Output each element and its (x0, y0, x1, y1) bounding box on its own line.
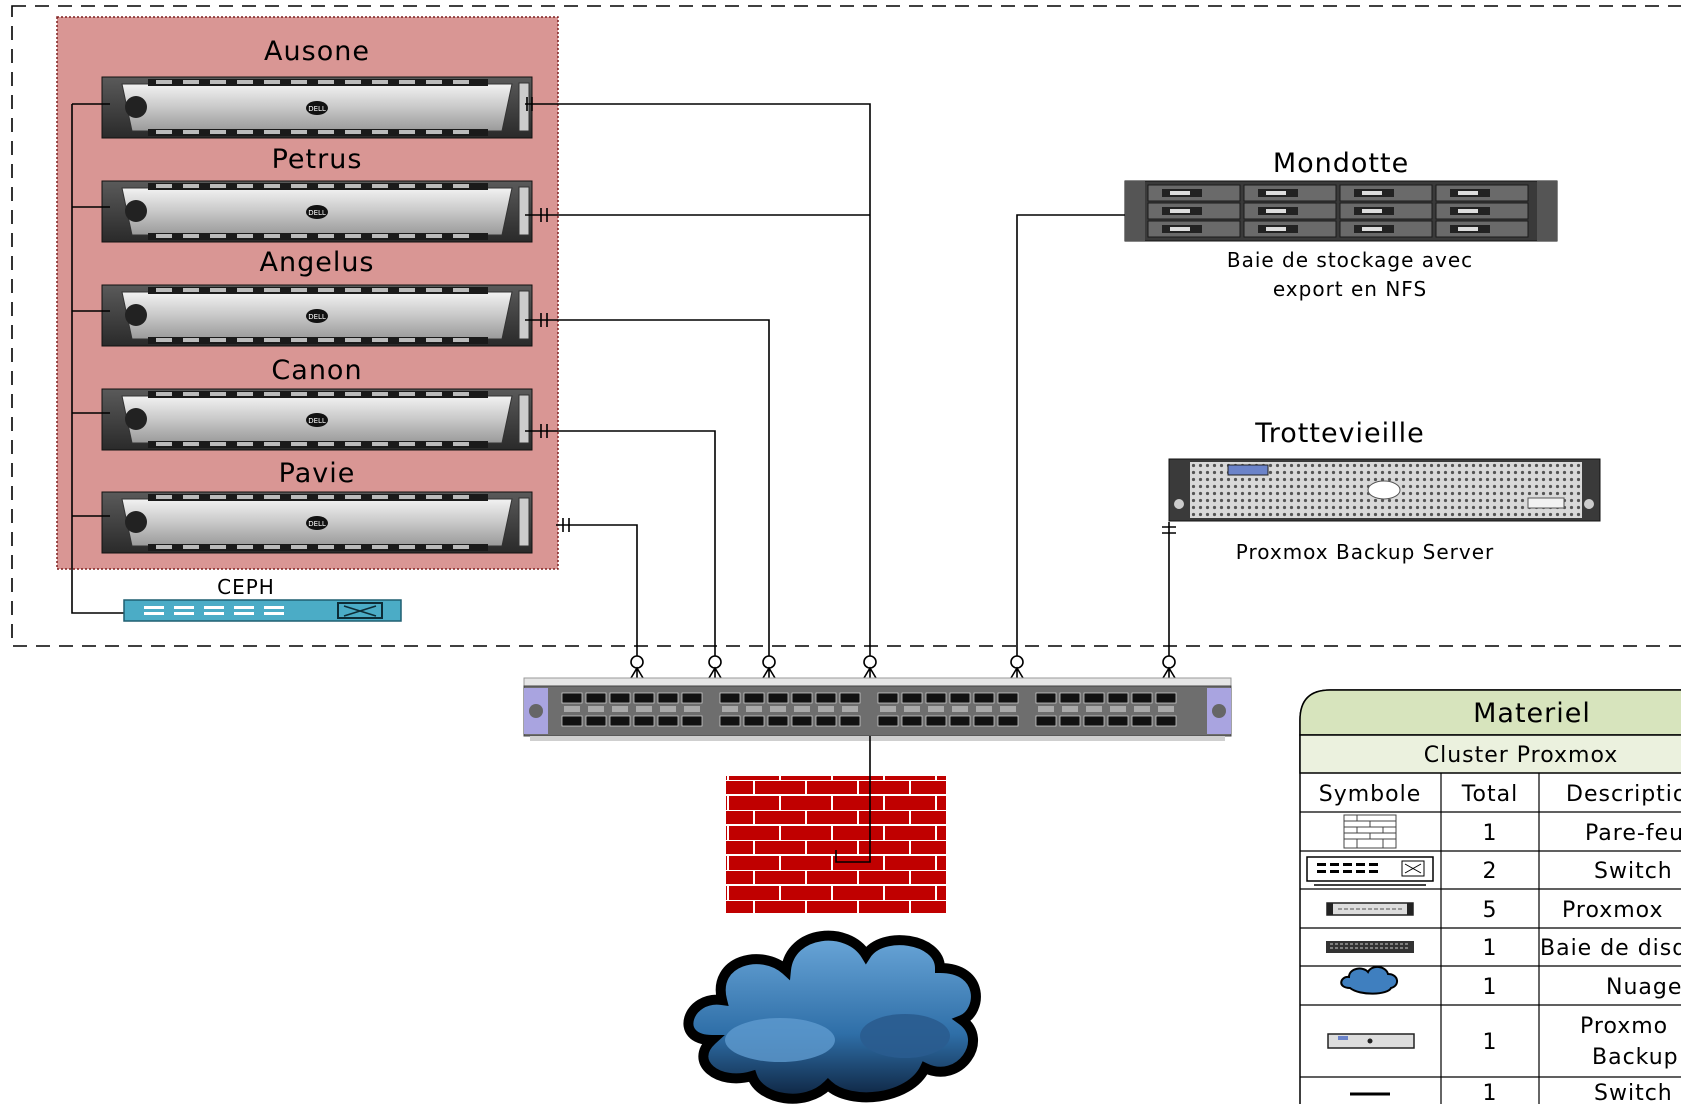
dell-logo: DELL (308, 417, 326, 425)
backup-name: Trottevieille (1254, 418, 1425, 449)
backup-server (1168, 458, 1601, 522)
server-name: Angelus (259, 247, 374, 278)
storage-caption-1: Baie de stockage avec (1227, 248, 1473, 272)
dell-logo: DELL (308, 105, 326, 113)
disk-array-icon (1326, 941, 1414, 953)
site-boundary (11, 5, 1681, 647)
ceph-switch (123, 599, 402, 622)
storage-name: Mondotte (1273, 148, 1409, 179)
firewall (726, 776, 946, 913)
server-name: Pavie (279, 458, 356, 489)
legend-table: Materiel Cluster Proxmox Symbole Total D… (1299, 689, 1681, 1104)
storage-caption-2: export en NFS (1273, 277, 1427, 301)
firewall-icon (1343, 814, 1397, 849)
server-name: Canon (271, 355, 362, 386)
legend-description-2: Backup (1592, 1045, 1679, 1070)
legend-description: Switch (1594, 1081, 1673, 1104)
cloud-icon (1340, 966, 1398, 995)
ceph-label: CEPH (217, 575, 275, 599)
legend-total: 1 (1483, 821, 1498, 846)
legend-description: Pare-feu (1585, 821, 1681, 846)
legend-header-total: Total (1461, 782, 1518, 807)
server-stack: AusoneDELLPetrusDELLAngelusDELLCanonDELL… (101, 36, 533, 554)
dell-logo: DELL (308, 313, 326, 321)
legend-total: 5 (1483, 898, 1498, 923)
legend-description: Proxmo (1580, 1014, 1668, 1039)
backup-server-icon (1327, 1033, 1415, 1049)
link-endpoints (630, 655, 1176, 679)
server-name: Ausone (264, 36, 370, 67)
core-switch (523, 677, 1232, 741)
internet-cloud (683, 930, 981, 1104)
server-name: Petrus (272, 144, 363, 175)
backup-caption: Proxmox Backup Server (1236, 540, 1495, 564)
legend-total: 1 (1483, 975, 1498, 1000)
switch-links (525, 97, 1176, 660)
ceph-links (71, 103, 125, 614)
legend-header-description: Descriptio (1566, 782, 1681, 807)
legend-description: Nuage (1606, 975, 1681, 1000)
legend-title: Materiel (1473, 698, 1591, 729)
dell-logo: DELL (308, 520, 326, 528)
legend-total: 1 (1483, 1030, 1498, 1055)
legend-header-symbol: Symbole (1319, 782, 1422, 807)
legend-description: Baie de disq (1540, 936, 1681, 961)
storage-array (1124, 180, 1558, 242)
legend-total: 2 (1483, 859, 1498, 884)
dell-logo: DELL (308, 209, 326, 217)
switch-icon (1306, 856, 1434, 886)
legend-total: 1 (1483, 1081, 1498, 1104)
legend-description: Switch (1594, 859, 1673, 884)
server-icon (1326, 902, 1414, 916)
legend-subtitle: Cluster Proxmox (1424, 743, 1619, 768)
legend-description: Proxmox (1562, 898, 1663, 923)
legend-total: 1 (1483, 936, 1498, 961)
